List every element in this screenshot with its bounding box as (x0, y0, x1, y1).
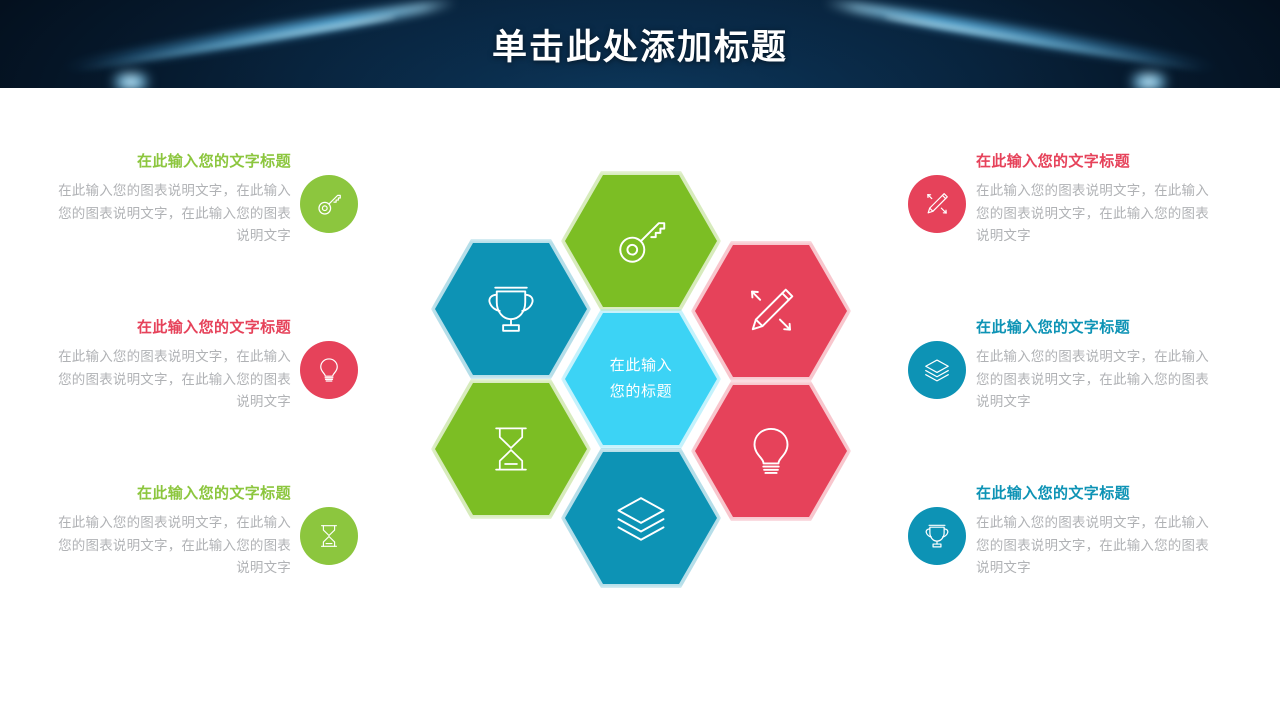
trophy-icon (922, 521, 952, 551)
key-icon (610, 210, 672, 272)
bulb-icon-badge[interactable] (300, 341, 358, 399)
info-block-right-2[interactable]: 在此输入您的文字标题 在此输入您的图表说明文字，在此输入您的图表说明文字，在此输… (908, 318, 1218, 414)
info-block-title: 在此输入您的文字标题 (136, 319, 291, 336)
bulb-icon (314, 355, 344, 385)
trophy-icon (481, 279, 541, 339)
hex-center-label: 在此输入 您的标题 (610, 353, 672, 405)
info-block-title: 在此输入您的文字标题 (136, 485, 291, 502)
info-block-text: 在此输入您的文字标题 在此输入您的图表说明文字，在此输入您的图表说明文字，在此输… (976, 484, 1209, 580)
info-block-text: 在此输入您的文字标题 在此输入您的图表说明文字，在此输入您的图表说明文字，在此输… (58, 152, 291, 248)
info-block-title: 在此输入您的文字标题 (976, 485, 1131, 502)
info-block-body: 在此输入您的图表说明文字，在此输入您的图表说明文字，在此输入您的图表说明文字 (976, 183, 1209, 243)
info-block-left-2[interactable]: 在此输入您的文字标题 在此输入您的图表说明文字，在此输入您的图表说明文字，在此输… (58, 318, 358, 414)
pencil-icon-badge[interactable] (908, 175, 966, 233)
info-block-body: 在此输入您的图表说明文字，在此输入您的图表说明文字，在此输入您的图表说明文字 (58, 515, 291, 575)
info-block-left-1[interactable]: 在此输入您的文字标题 在此输入您的图表说明文字，在此输入您的图表说明文字，在此输… (58, 152, 358, 248)
pencil-icon (922, 189, 952, 219)
info-block-body: 在此输入您的图表说明文字，在此输入您的图表说明文字，在此输入您的图表说明文字 (976, 349, 1209, 409)
layers-icon (611, 488, 671, 548)
info-block-right-1[interactable]: 在此输入您的文字标题 在此输入您的图表说明文字，在此输入您的图表说明文字，在此输… (908, 152, 1218, 248)
key-icon (314, 189, 344, 219)
info-block-text: 在此输入您的文字标题 在此输入您的图表说明文字，在此输入您的图表说明文字，在此输… (58, 484, 291, 580)
info-block-right-3[interactable]: 在此输入您的文字标题 在此输入您的图表说明文字，在此输入您的图表说明文字，在此输… (908, 484, 1218, 580)
hex-center-line1: 在此输入 (609, 357, 673, 374)
slide-header: 单击此处添加标题 (0, 0, 1280, 88)
layers-icon-badge[interactable] (908, 341, 966, 399)
info-block-text: 在此输入您的文字标题 在此输入您的图表说明文字，在此输入您的图表说明文字，在此输… (976, 152, 1209, 248)
info-block-title: 在此输入您的文字标题 (976, 319, 1131, 336)
info-block-body: 在此输入您的图表说明文字，在此输入您的图表说明文字，在此输入您的图表说明文字 (58, 349, 291, 409)
pencil-icon (740, 280, 802, 342)
info-block-left-3[interactable]: 在此输入您的文字标题 在此输入您的图表说明文字，在此输入您的图表说明文字，在此输… (58, 484, 358, 580)
hourglass-icon (483, 421, 539, 477)
hex-center-line2: 您的标题 (609, 383, 673, 400)
hourglass-icon (315, 522, 343, 550)
info-block-title: 在此输入您的文字标题 (976, 153, 1131, 170)
key-icon-badge[interactable] (300, 175, 358, 233)
info-block-body: 在此输入您的图表说明文字，在此输入您的图表说明文字，在此输入您的图表说明文字 (976, 515, 1209, 575)
layers-icon (922, 355, 952, 385)
hexagon-cluster: 在此输入 您的标题 (420, 165, 860, 595)
glow-dot-right-icon (1126, 74, 1172, 88)
bulb-icon (741, 421, 801, 481)
hourglass-icon-badge[interactable] (300, 507, 358, 565)
info-block-body: 在此输入您的图表说明文字，在此输入您的图表说明文字，在此输入您的图表说明文字 (58, 183, 291, 243)
glow-dot-left-icon (108, 74, 154, 88)
info-block-text: 在此输入您的文字标题 在此输入您的图表说明文字，在此输入您的图表说明文字，在此输… (976, 318, 1209, 414)
info-block-text: 在此输入您的文字标题 在此输入您的图表说明文字，在此输入您的图表说明文字，在此输… (58, 318, 291, 414)
page-title: 单击此处添加标题 (491, 27, 788, 67)
info-block-title: 在此输入您的文字标题 (136, 153, 291, 170)
trophy-icon-badge[interactable] (908, 507, 966, 565)
